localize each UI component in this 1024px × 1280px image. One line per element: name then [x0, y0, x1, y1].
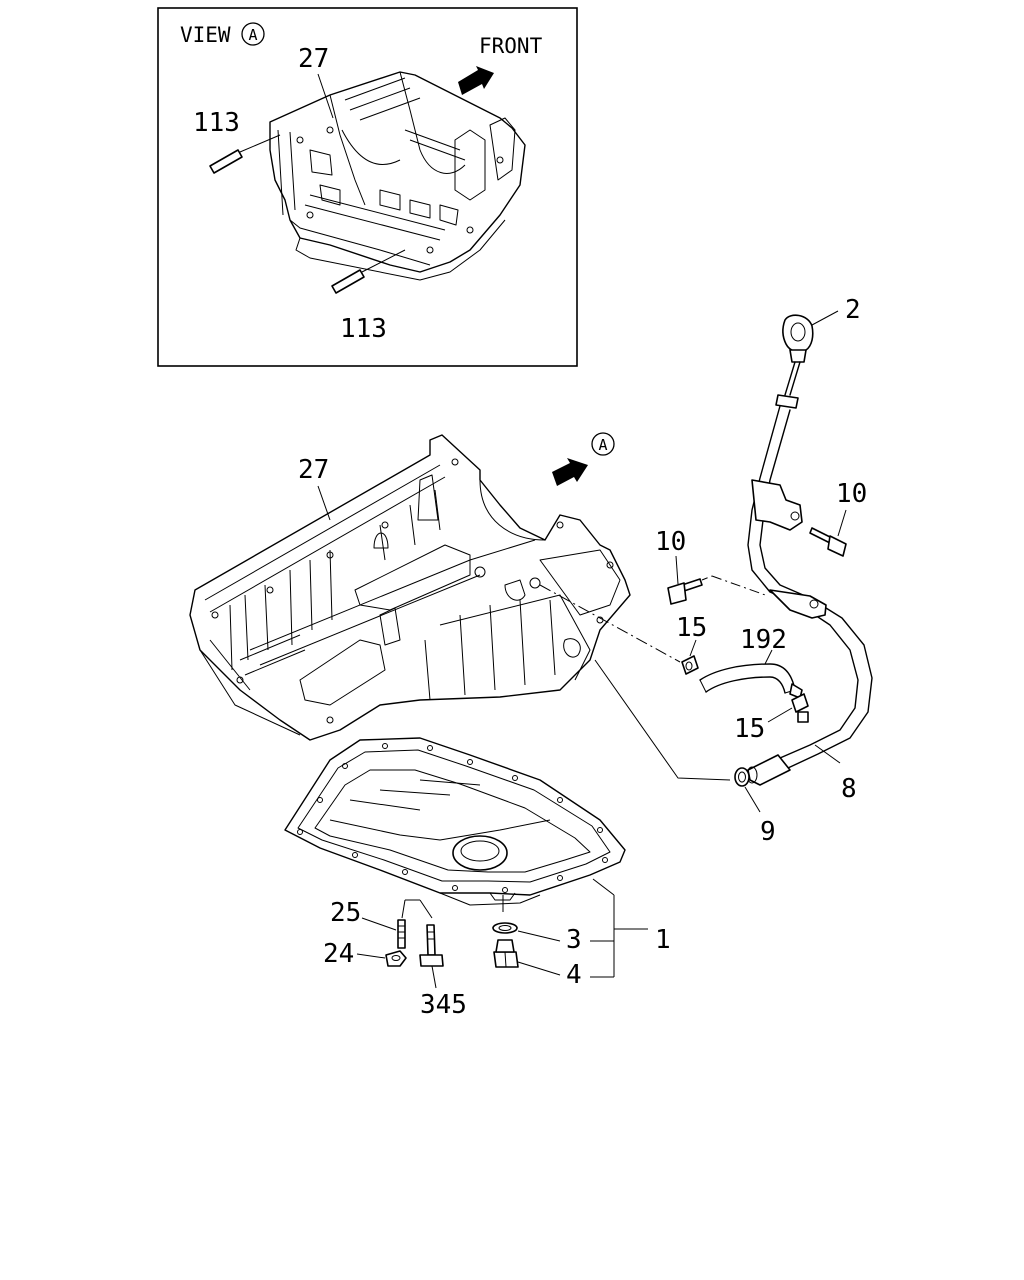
view-label: VIEW: [180, 23, 231, 47]
hose-192: [699, 649, 803, 699]
label-4: 4: [566, 960, 582, 990]
gasket-3: [492, 922, 518, 934]
dowel-pin-113-bottom: [331, 249, 406, 294]
inset-label-113-bottom: 113: [340, 314, 387, 344]
leader-27: [317, 485, 331, 521]
main-assembly: A: [189, 295, 873, 1020]
view-marker-letter: A: [248, 26, 257, 44]
stud-25: [361, 899, 433, 949]
nut-24: [356, 950, 407, 967]
label-25: 25: [330, 898, 361, 928]
inset-frame: [157, 7, 578, 367]
view-a-inset: VIEW A FRONT 27 113 113: [157, 7, 578, 367]
bolt-345: [419, 924, 444, 989]
crankcase-27: [189, 434, 631, 741]
label-24: 24: [323, 939, 354, 969]
label-9: 9: [760, 817, 776, 847]
view-direction-arrow-icon: [552, 458, 588, 486]
inset-label-113-top: 113: [193, 108, 240, 138]
inset-label-27: 27: [298, 44, 329, 74]
clip-15-top: [539, 584, 699, 675]
label-192: 192: [740, 625, 787, 655]
view-a-marker: A: [591, 432, 615, 456]
label-8: 8: [841, 774, 857, 804]
label-10-right: 10: [836, 479, 867, 509]
oil-pan-1: [284, 737, 626, 906]
label-10-left: 10: [655, 527, 686, 557]
o-ring-9: [594, 659, 761, 813]
view-marker-circle: A: [241, 22, 265, 46]
front-arrow-icon: [458, 66, 494, 95]
bolt-10-right: [809, 509, 847, 557]
crankcase-inset-drawing: [269, 71, 526, 281]
bolt-10-left: [667, 555, 769, 605]
guide-tube-8: [746, 405, 873, 786]
bracket-1-3-4: [502, 878, 648, 978]
label-345: 345: [420, 990, 467, 1020]
label-15-top: 15: [676, 613, 707, 643]
label-1: 1: [655, 925, 671, 955]
drain-plug-4: [493, 939, 519, 968]
label-2: 2: [845, 295, 861, 325]
front-label: FRONT: [479, 34, 543, 58]
leader-27-inset: [317, 73, 334, 119]
label-27: 27: [298, 455, 329, 485]
dipstick-2: [775, 310, 839, 409]
dowel-pin-113-top: [209, 134, 281, 174]
view-a-marker-letter: A: [598, 436, 607, 454]
label-3: 3: [566, 925, 582, 955]
clip-15-bottom: [767, 693, 809, 723]
label-15-bottom: 15: [734, 714, 765, 744]
